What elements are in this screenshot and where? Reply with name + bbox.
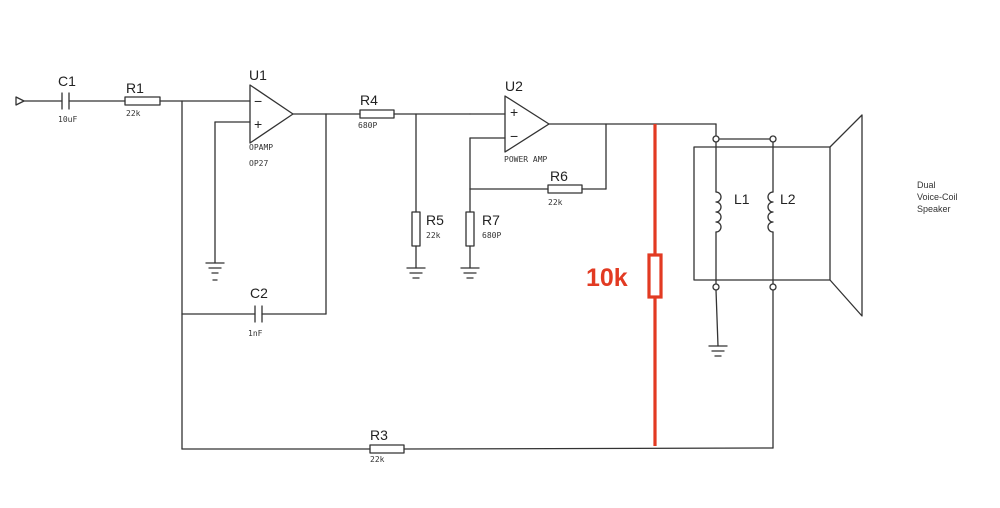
r1-value: 22k [126, 109, 141, 118]
resistor-r5: R5 22k [411, 113, 444, 269]
l1-ref: L1 [734, 191, 750, 207]
u2-plus-sign: + [510, 104, 518, 120]
capacitor-c1: C1 10uF [58, 73, 126, 124]
speaker-terminals [712, 135, 777, 291]
speaker-box [693, 114, 863, 317]
r4-ref: R4 [360, 92, 378, 108]
power-amp-u2: + − U2 POWER AMP [469, 78, 550, 190]
ground-r5 [406, 267, 426, 279]
u2-type: POWER AMP [504, 155, 548, 164]
resistor-r3: R3 22k [181, 427, 774, 464]
r7-ref: R7 [482, 212, 500, 228]
speaker-note-line1: Dual [917, 180, 936, 190]
ground-u1 [205, 262, 225, 281]
input-terminal [15, 96, 63, 106]
ground-r7 [460, 267, 480, 279]
r4-value: 680P [358, 121, 377, 130]
opamp-u1: − + U1 OPAMP OP27 [214, 67, 294, 264]
ground-l1 [708, 289, 728, 357]
u1-type: OPAMP [249, 143, 273, 152]
resistor-r7: R7 680P [465, 188, 501, 269]
u2-output-wire [548, 123, 771, 140]
l2-ref: L2 [780, 191, 796, 207]
r6-ref: R6 [550, 168, 568, 184]
inductor-l1: L1 [715, 141, 750, 285]
resistor-r4: R4 680P [325, 92, 471, 130]
resistor-r6: R6 22k [469, 123, 607, 207]
speaker-note: Dual Voice-Coil Speaker [917, 180, 958, 214]
capacitor-c2: C2 1nF [181, 285, 327, 338]
r5-value: 22k [426, 231, 441, 240]
c1-ref: C1 [58, 73, 76, 89]
r1-ref: R1 [126, 80, 144, 96]
r3-value: 22k [370, 455, 385, 464]
r6-value: 22k [548, 198, 563, 207]
u2-ref: U2 [505, 78, 523, 94]
r5-ref: R5 [426, 212, 444, 228]
u1-ref: U1 [249, 67, 267, 83]
u1-part: OP27 [249, 159, 268, 168]
speaker-note-line3: Speaker [917, 204, 951, 214]
inductor-l2: L2 [767, 141, 796, 285]
u2-minus-sign: − [510, 128, 518, 144]
resistor-r1: R1 22k [124, 80, 251, 118]
r7-value: 680P [482, 231, 501, 240]
c1-value: 10uF [58, 115, 77, 124]
speaker-note-line2: Voice-Coil [917, 192, 958, 202]
u1-output-wire [292, 113, 327, 315]
c2-value: 1nF [248, 329, 263, 338]
c2-ref: C2 [250, 285, 268, 301]
r3-ref: R3 [370, 427, 388, 443]
u1-plus-sign: + [254, 116, 262, 132]
u1-minus-sign: − [254, 93, 262, 109]
added-resistor-annotation: 10k [586, 124, 663, 446]
added-resistor-label: 10k [586, 264, 628, 292]
